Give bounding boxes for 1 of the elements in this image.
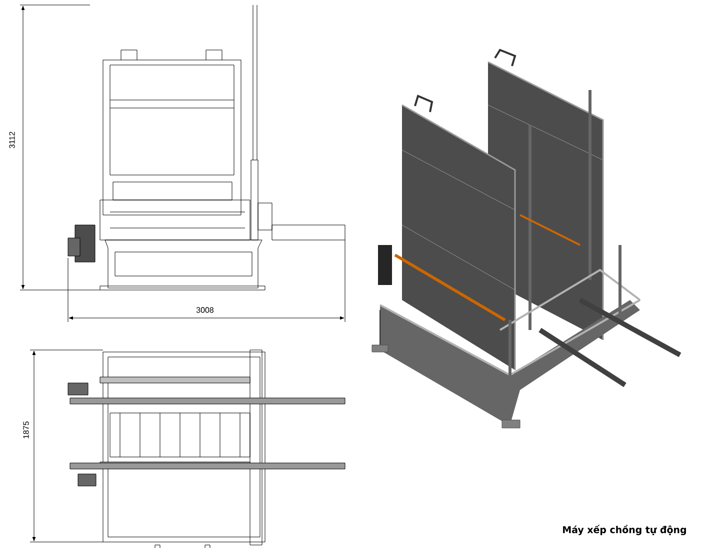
caption: Máy xếp chồng tự động: [563, 524, 686, 536]
